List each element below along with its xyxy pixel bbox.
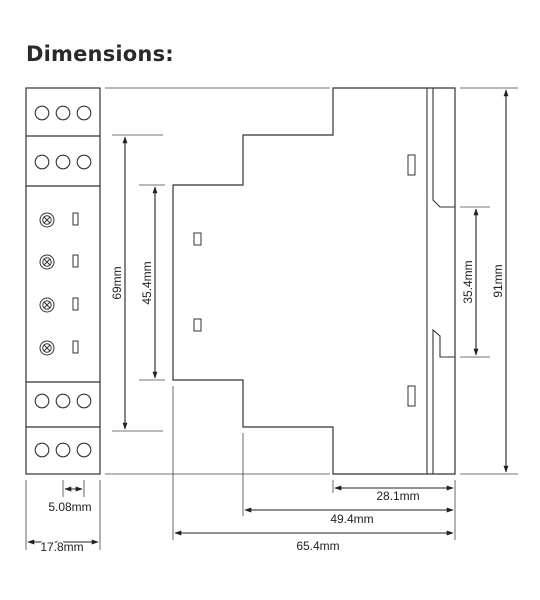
dimension-labels: 69mm 45.4mm 91mm 35.4mm 28.1mm 49.4mm 65… xyxy=(39,260,505,555)
front-housing-outline xyxy=(25,87,101,475)
front-view xyxy=(25,87,101,475)
page-heading: Dimensions: xyxy=(26,42,174,66)
label-508mm: 5.08mm xyxy=(48,500,91,514)
side-slot-2 xyxy=(193,318,202,332)
side-view xyxy=(172,87,456,475)
label-494mm: 49.4mm xyxy=(330,512,373,526)
bottom-terminal-row-2 xyxy=(34,442,92,458)
adjustment-knob-2 xyxy=(39,254,55,270)
label-454mm: 45.4mm xyxy=(140,261,154,304)
label-654mm: 65.4mm xyxy=(296,539,339,553)
led-window-4 xyxy=(72,340,79,354)
side-slot-3 xyxy=(407,154,416,176)
adjustment-knob-4 xyxy=(39,340,55,356)
led-window-2 xyxy=(72,254,79,268)
label-354mm: 35.4mm xyxy=(461,260,475,303)
label-69mm: 69mm xyxy=(110,266,124,299)
label-281mm: 28.1mm xyxy=(376,489,419,503)
side-slot-4 xyxy=(407,385,416,407)
label-91mm: 91mm xyxy=(491,264,505,297)
led-window-1 xyxy=(72,212,79,226)
bottom-terminal-row-1 xyxy=(34,393,92,409)
adjustment-knob-3 xyxy=(39,297,55,313)
top-terminal-row-1 xyxy=(34,105,92,121)
dimension-lines xyxy=(27,89,509,545)
led-window-3 xyxy=(72,297,79,311)
din-clip-detail xyxy=(426,88,455,474)
extension-lines xyxy=(25,87,518,550)
adjustment-knob-1 xyxy=(39,212,55,228)
side-profile-outline xyxy=(172,87,456,475)
side-slot-1 xyxy=(193,232,202,246)
label-178mm: 17.8mm xyxy=(40,540,83,554)
top-terminal-row-2 xyxy=(34,154,92,170)
